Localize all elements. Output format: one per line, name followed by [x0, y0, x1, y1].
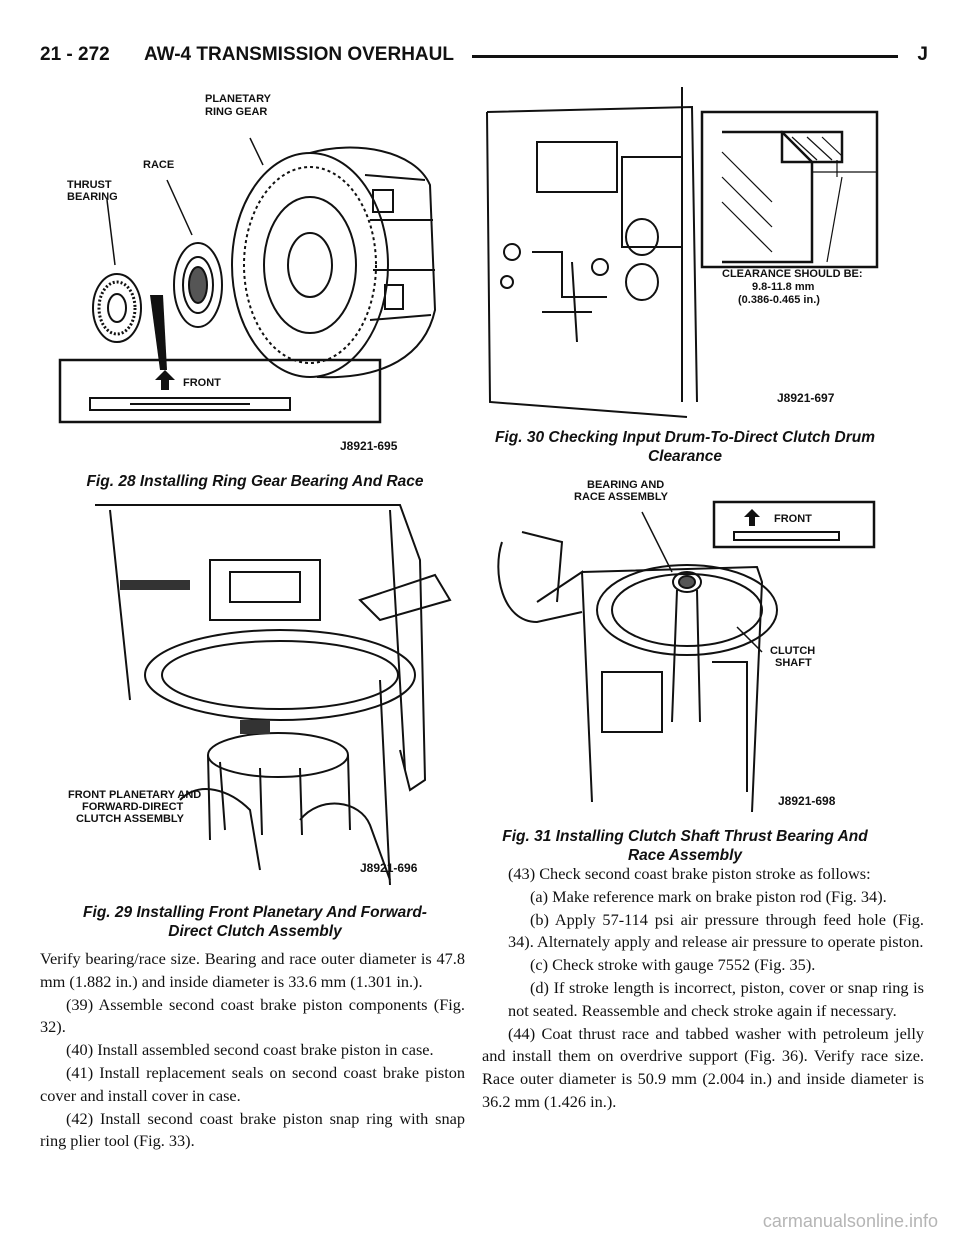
page-header: 21 - 272 AW-4 TRANSMISSION OVERHAUL J — [40, 44, 928, 74]
caption-line-2: Race Assembly — [627, 847, 743, 864]
watermark: carmanualsonline.info — [762, 1211, 938, 1231]
label-race: RACE — [143, 159, 174, 171]
figure-28: PLANETARY RING GEAR RACE THRUST BEARING … — [55, 80, 450, 465]
fig29-caption: Fig. 29 Installing Front Planetary And F… — [40, 903, 470, 941]
header-rule — [472, 55, 898, 58]
label-front: FRONT — [183, 377, 221, 389]
paragraph: Verify bearing/race size. Bearing and ra… — [40, 949, 465, 991]
right-column-text: (43) Check second coast brake piston str… — [482, 863, 924, 1114]
paragraph: (d) If stroke length is incorrect, pisto… — [508, 977, 924, 1020]
label-fp-3: CLUTCH ASSEMBLY — [76, 813, 185, 825]
page-number: 21 - 272 — [40, 44, 110, 65]
fig31-illustration: BEARING AND RACE ASSEMBLY FRONT CLUTCH S… — [497, 479, 876, 813]
label-bearing-1: BEARING AND — [587, 479, 664, 491]
caption-line-2: Direct Clutch Assembly — [168, 923, 342, 940]
paragraph: (c) Check stroke with gauge 7552 (Fig. 3… — [530, 955, 816, 975]
label-clearance-3: (0.386-0.465 in.) — [738, 294, 820, 306]
section-title: AW-4 TRANSMISSION OVERHAUL — [144, 44, 454, 65]
fig28-illustration: PLANETARY RING GEAR RACE THRUST BEARING … — [58, 93, 437, 453]
fig30-caption: Fig. 30 Checking Input Drum-To-Direct Cl… — [480, 428, 890, 466]
section-letter: J — [917, 44, 928, 65]
fig28-caption: Fig. 28 Installing Ring Gear Bearing And… — [40, 472, 470, 491]
figure-code: J8921-696 — [360, 861, 418, 875]
paragraph: (43) Check second coast brake piston str… — [508, 864, 871, 883]
paragraph: (42) Install second coast brake piston s… — [40, 1108, 465, 1151]
paragraph: (41) Install replacement seals on second… — [40, 1062, 465, 1105]
label-planetary-ring-gear-1: PLANETARY — [205, 93, 272, 105]
label-thrust-bearing-1: THRUST — [67, 179, 112, 191]
figure-30: CLEARANCE SHOULD BE: 9.8-11.8 mm (0.386-… — [482, 82, 882, 422]
label-thrust-bearing-2: BEARING — [67, 191, 118, 203]
paragraph: (44) Coat thrust race and tabbed washer … — [482, 1023, 924, 1111]
label-fp-2: FORWARD-DIRECT — [82, 801, 184, 813]
paragraph: (39) Assemble second coast brake piston … — [40, 994, 465, 1037]
caption-line-1: Fig. 31 Installing Clutch Shaft Thrust B… — [502, 828, 868, 845]
caption-line-1: Fig. 30 Checking Input Drum-To-Direct Cl… — [494, 429, 876, 446]
label-planetary-ring-gear-2: RING GEAR — [205, 106, 267, 118]
figure-29: FRONT PLANETARY AND FORWARD-DIRECT CLUTC… — [60, 500, 455, 885]
paragraph: (b) Apply 57-114 psi air pressure throug… — [508, 909, 924, 952]
caption-line-2: Clearance — [647, 448, 723, 465]
label-clutch-1: CLUTCH — [770, 645, 815, 657]
figure-code: J8921-697 — [777, 391, 835, 405]
label-bearing-2: RACE ASSEMBLY — [574, 491, 669, 503]
paragraph: (40) Install assembled second coast brak… — [66, 1040, 434, 1060]
label-clearance-2: 9.8-11.8 mm — [752, 281, 815, 293]
fig30-illustration: CLEARANCE SHOULD BE: 9.8-11.8 mm (0.386-… — [486, 87, 879, 418]
left-column-text: Verify bearing/race size. Bearing and ra… — [40, 948, 465, 1153]
figure-31: BEARING AND RACE ASSEMBLY FRONT CLUTCH S… — [482, 472, 882, 822]
label-front: FRONT — [774, 513, 812, 525]
label-clutch-2: SHAFT — [775, 657, 812, 669]
label-clearance-1: CLEARANCE SHOULD BE: — [722, 268, 863, 280]
figure-code: J8921-698 — [778, 794, 836, 808]
fig29-illustration: FRONT PLANETARY AND FORWARD-DIRECT CLUTC… — [68, 504, 452, 885]
label-fp-1: FRONT PLANETARY AND — [68, 789, 201, 801]
figure-code: J8921-695 — [340, 439, 398, 453]
caption-line: Fig. 28 Installing Ring Gear Bearing And… — [86, 473, 424, 490]
fig31-caption: Fig. 31 Installing Clutch Shaft Thrust B… — [480, 827, 890, 865]
caption-line-1: Fig. 29 Installing Front Planetary And F… — [83, 904, 427, 921]
paragraph: (a) Make reference mark on brake piston … — [530, 886, 887, 906]
